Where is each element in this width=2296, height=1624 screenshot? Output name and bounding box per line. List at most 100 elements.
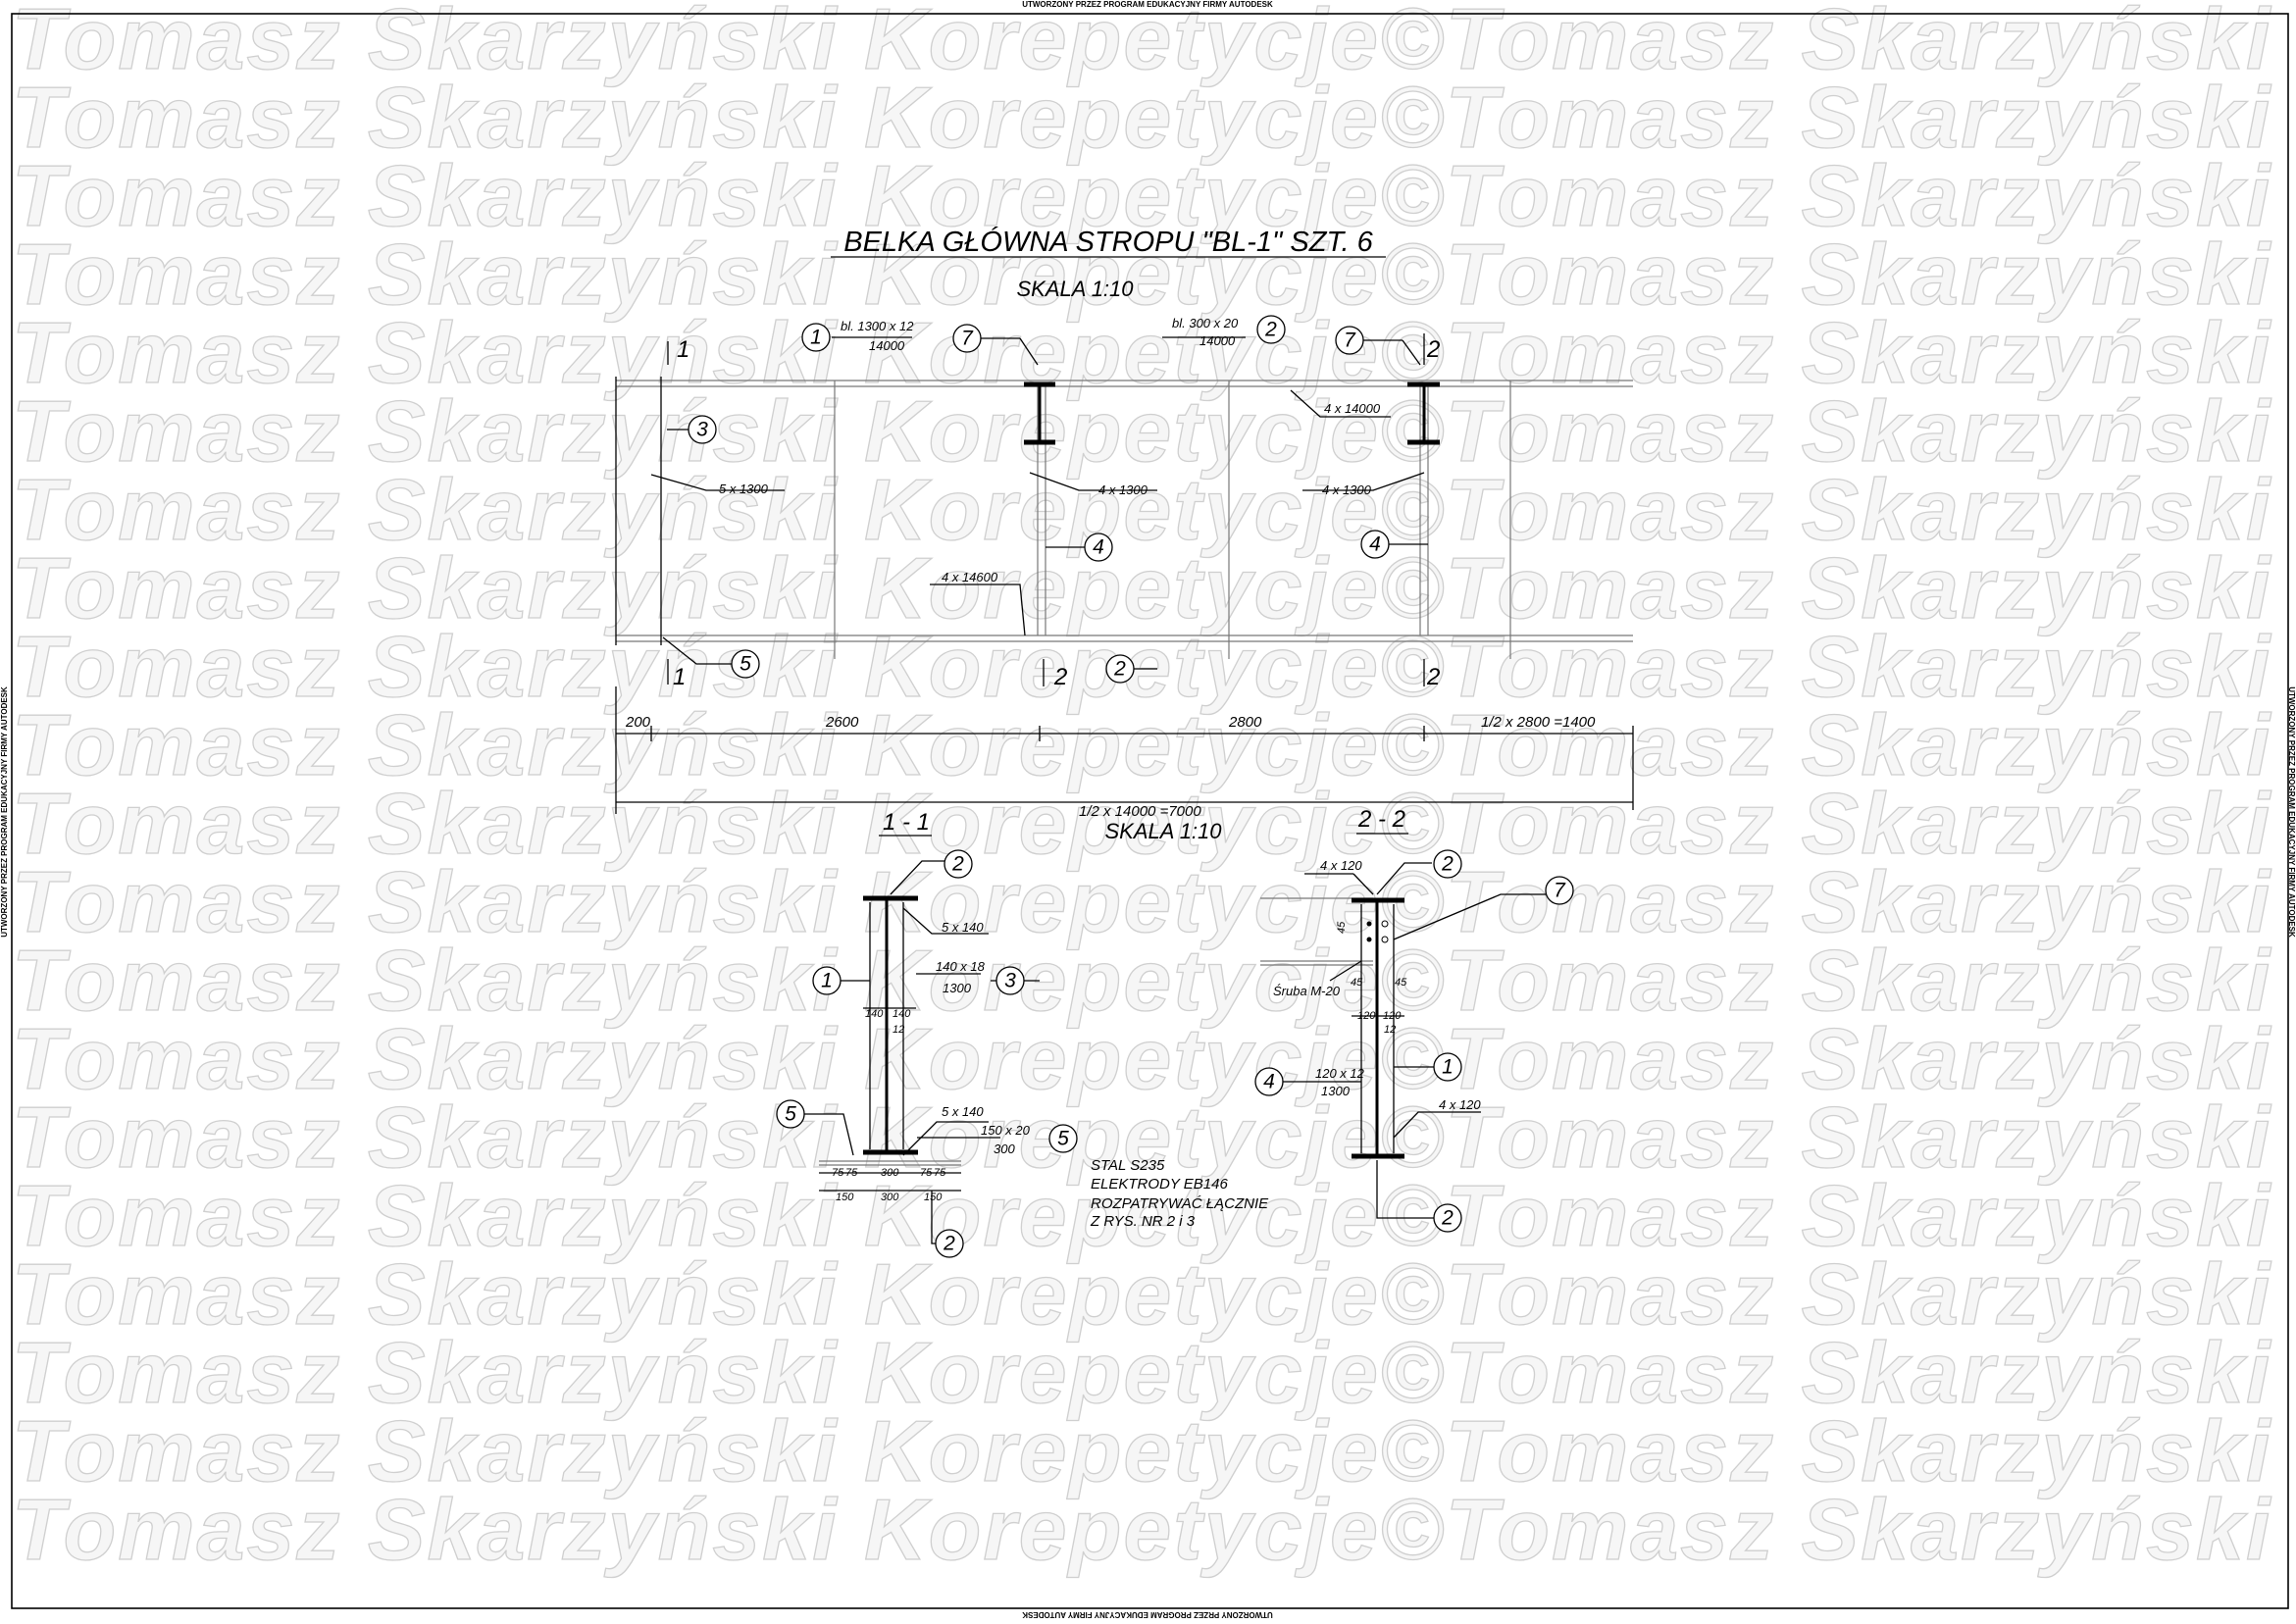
- sec1-d75c: 75: [920, 1167, 933, 1179]
- plate-1-length: 14000: [869, 338, 905, 353]
- watermark-row: Tomasz Skarzyński Korepetycje©Tomasz Ska…: [12, 696, 2296, 793]
- plate-1-label: bl. 1300 x 12: [841, 319, 914, 333]
- sec1-w140b: 140: [893, 1008, 911, 1020]
- watermark-row: Tomasz Skarzyński Korepetycje©Tomasz Ska…: [12, 1245, 2296, 1343]
- sec1-weld-top: 5 x 140: [942, 920, 984, 935]
- beam-elevation: [615, 377, 1633, 659]
- watermark-row: Tomasz Skarzyński Korepetycje©Tomasz Ska…: [12, 1010, 2296, 1107]
- section-mark-2-bottom-a: 2: [1053, 664, 1067, 690]
- watermark-row: Tomasz Skarzyński Korepetycje©Tomasz Ska…: [12, 461, 2296, 558]
- edu-notice-left: UTWORZONY PRZEZ PROGRAM EDUKACYJNY FIRMY…: [0, 686, 9, 938]
- watermark-row: Tomasz Skarzyński Korepetycje©Tomasz Ska…: [12, 932, 2296, 1029]
- sec1-callout-2-top: 2: [951, 853, 964, 876]
- note-consider: ROZPATRYWAĆ ŁĄCZNIE: [1091, 1195, 1269, 1212]
- weld-4x14600: 4 x 14600: [942, 570, 998, 584]
- watermark-row: Tomasz Skarzyński Korepetycje©Tomasz Ska…: [12, 226, 2296, 323]
- sec2-weld-bot: 4 x 120: [1439, 1097, 1481, 1112]
- scale-top: SKALA 1:10: [1016, 277, 1134, 301]
- general-notes: STAL S235 ELEKTRODY EB146 ROZPATRYWAĆ ŁĄ…: [1090, 1157, 1269, 1230]
- elevation-dimensions: 200 2600 2800 1/2 x 2800 =1400 1/2 x 140…: [615, 686, 1634, 820]
- watermark-row: Tomasz Skarzyński Korepetycje©Tomasz Ska…: [12, 382, 2296, 480]
- section-2-2: 2 - 2 4 x 120 2 7 45 45 45 Śruba M-20 12…: [1254, 806, 1574, 1233]
- callout-1-top: 1: [810, 327, 822, 349]
- watermark: Tomasz Skarzyński Korepetycje©Tomasz Ska…: [11, 0, 2296, 1579]
- sec2-plate-len: 1300: [1321, 1084, 1351, 1098]
- sec1-d300b: 300: [881, 1192, 899, 1203]
- watermark-row: Tomasz Skarzyński Korepetycje©Tomasz Ska…: [12, 147, 2296, 244]
- weld-4x14000: 4 x 14000: [1324, 401, 1381, 416]
- sec1-callout-5-left: 5: [785, 1103, 796, 1126]
- watermark-row: Tomasz Skarzyński Korepetycje©Tomasz Ska…: [12, 1324, 2296, 1421]
- sec1-endplate: 150 x 20: [981, 1123, 1031, 1138]
- callout-4-b: 4: [1369, 533, 1381, 556]
- watermark-row: Tomasz Skarzyński Korepetycje©Tomasz Ska…: [12, 304, 2296, 401]
- sheet-frame: [11, 13, 2289, 1609]
- sec2-d45a: 45: [1351, 977, 1363, 989]
- sec1-d150b: 150: [924, 1192, 943, 1203]
- weld-5x1300: 5 x 1300: [719, 482, 769, 496]
- sec2-d45: 45: [1336, 921, 1348, 934]
- sec1-callout-5-right: 5: [1057, 1128, 1069, 1150]
- sec2-w120b: 120: [1383, 1010, 1402, 1022]
- dim-1400: 1/2 x 2800 =1400: [1481, 714, 1596, 731]
- edu-notice-right: UTWORZONY PRZEZ PROGRAM EDUKACYJNY FIRMY…: [2287, 686, 2296, 938]
- callout-3: 3: [696, 419, 708, 441]
- callout-2-top: 2: [1264, 319, 1277, 341]
- watermark-row: Tomasz Skarzyński Korepetycje©Tomasz Ska…: [12, 1167, 2296, 1264]
- section-1-1: 1 - 1 2 5 x 140 1 140 x 18 1300 3 140 14…: [776, 809, 1078, 1258]
- sec1-w140a: 140: [865, 1008, 884, 1020]
- weld-4x1300-a: 4 x 1300: [1098, 482, 1148, 497]
- sec1-endplate-len: 300: [994, 1142, 1015, 1156]
- sec2-callout-2-bottom: 2: [1441, 1207, 1454, 1230]
- drawing-title: BELKA GŁÓWNA STROPU "BL-1" SZT. 6: [843, 226, 1373, 258]
- callout-7-a: 7: [961, 328, 974, 350]
- sec2-callout-4: 4: [1263, 1071, 1275, 1093]
- plate-2-length: 14000: [1199, 333, 1236, 348]
- sec1-d75b: 75: [845, 1167, 858, 1179]
- section-mark-1-top: 1: [677, 336, 689, 363]
- plate-2-label: bl. 300 x 20: [1172, 316, 1239, 330]
- note-drawings: Z RYS. NR 2 i 3: [1090, 1213, 1196, 1230]
- sec1-d75d: 75: [934, 1167, 946, 1179]
- sec1-t12: 12: [893, 1024, 904, 1036]
- sec2-plate: 120 x 12: [1315, 1066, 1365, 1081]
- section-mark-2-top: 2: [1426, 336, 1440, 363]
- section-mark-2-bottom-b: 2: [1426, 664, 1440, 690]
- sec2-t12: 12: [1384, 1024, 1396, 1036]
- sec1-stiffener: 140 x 18: [936, 959, 986, 974]
- sec2-weld-top: 4 x 120: [1320, 858, 1362, 873]
- note-steel: STAL S235: [1091, 1157, 1165, 1174]
- plate-labels: bl. 1300 x 12 14000 bl. 300 x 20 14000: [832, 316, 1246, 353]
- scale-bottom: SKALA 1:10: [1104, 819, 1222, 843]
- dim-2800: 2800: [1228, 714, 1262, 731]
- sec1-weld-bot: 5 x 140: [942, 1104, 984, 1119]
- section-2-2-title: 2 - 2: [1357, 806, 1405, 833]
- watermark-row: Tomasz Skarzyński Korepetycje©Tomasz Ska…: [12, 618, 2296, 715]
- section-1-1-title: 1 - 1: [883, 809, 930, 836]
- callout-7-b: 7: [1344, 330, 1356, 352]
- callout-2-bottom: 2: [1113, 658, 1126, 681]
- sec2-callout-7: 7: [1554, 880, 1566, 902]
- edu-notice-bottom: UTWORZONY PRZEZ PROGRAM EDUKACYJNY FIRMY…: [1022, 1610, 1273, 1619]
- sec1-callout-3: 3: [1004, 970, 1016, 992]
- watermark-row: Tomasz Skarzyński Korepetycje©Tomasz Ska…: [12, 775, 2296, 872]
- watermark-row: Tomasz Skarzyński Korepetycje©Tomasz Ska…: [12, 1089, 2296, 1186]
- sec1-d300a: 300: [881, 1167, 899, 1179]
- watermark-row: Tomasz Skarzyński Korepetycje©Tomasz Ska…: [12, 539, 2296, 636]
- note-electrodes: ELEKTRODY EB146: [1091, 1176, 1228, 1193]
- watermark-row: Tomasz Skarzyński Korepetycje©Tomasz Ska…: [12, 1481, 2296, 1578]
- sec2-callout-1: 1: [1442, 1056, 1454, 1079]
- sec2-w120a: 120: [1357, 1010, 1376, 1022]
- section-cut-marks: 1 1 2 2 2: [667, 333, 1440, 690]
- dim-200: 200: [625, 714, 651, 731]
- dim-2600: 2600: [825, 714, 859, 731]
- edu-notice-top: UTWORZONY PRZEZ PROGRAM EDUKACYJNY FIRMY…: [1022, 0, 1273, 9]
- sec1-callout-1: 1: [821, 970, 833, 992]
- watermark-row: Tomasz Skarzyński Korepetycje©Tomasz Ska…: [12, 69, 2296, 166]
- callout-4-a: 4: [1093, 536, 1104, 559]
- elevation-callouts: 1 2 3 4 4 5 7 7 2: [662, 315, 1428, 684]
- section-mark-1-bottom: 1: [673, 664, 686, 690]
- watermark-row: Tomasz Skarzyński Korepetycje©Tomasz Ska…: [12, 853, 2296, 950]
- sec2-d45b: 45: [1395, 977, 1407, 989]
